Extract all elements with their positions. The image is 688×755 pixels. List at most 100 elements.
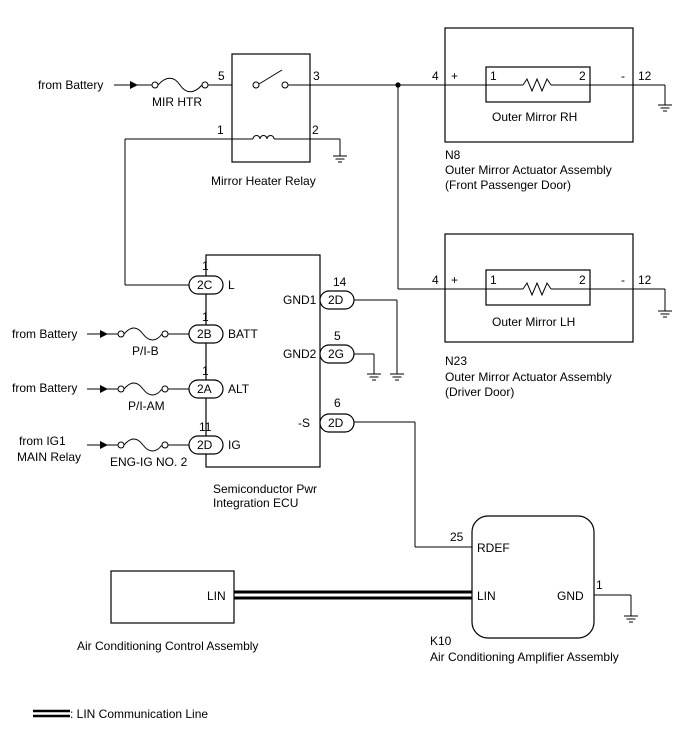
fuse-piam-terminal-b <box>161 385 169 393</box>
mirror-rh-h1: 1 <box>490 69 497 83</box>
relay-switch-contact-a <box>252 81 260 89</box>
mirror-rh-code: N8 <box>445 148 461 162</box>
ac-amp-rdef-pin: 25 <box>450 530 464 544</box>
relay-switch-contact-b <box>281 81 289 89</box>
mirror-rh-ground-icon <box>657 98 673 112</box>
battery-source-2: from Battery <box>12 327 77 341</box>
ecu-l-pin-num: 1 <box>202 259 209 273</box>
mirror-lh-minus: - <box>621 273 625 287</box>
mirror-lh-heater-resistor-icon <box>522 281 552 297</box>
ecu-l-connector <box>188 275 224 295</box>
ecu-gnd2-pin-num: 5 <box>334 329 341 343</box>
fuse-mir-htr-label: MIR HTR <box>152 95 202 109</box>
fuse-engig-terminal-a <box>117 441 125 449</box>
mirror-heater-relay-box <box>231 53 311 163</box>
ac-amp-rdef-label: RDEF <box>477 541 510 555</box>
mirror-lh-ground-icon <box>657 304 673 318</box>
ecu-ig-pin-num: 11 <box>199 420 212 434</box>
fuse-piam-terminal-a <box>117 385 125 393</box>
ecu-alt-label: ALT <box>228 382 250 396</box>
ecu-alt-conn: 2A <box>197 382 212 396</box>
ac-amp-ground-icon <box>623 609 639 623</box>
ecu-batt-label: BATT <box>228 327 258 341</box>
fuse-mir-htr-icon <box>157 77 203 93</box>
fuse-mir-htr-terminal-b <box>201 81 209 89</box>
ecu-box <box>205 254 321 468</box>
mirror-lh-plus: + <box>451 273 458 287</box>
ecu-alt-connector <box>188 379 224 399</box>
relay-pin-5: 5 <box>218 69 225 83</box>
mirror-rh-h2: 2 <box>579 69 586 83</box>
mirror-lh-in-pin: 4 <box>432 273 439 287</box>
ecu-s-connector <box>319 413 355 433</box>
ecu-gnd1-conn: 2D <box>328 293 344 307</box>
ecu-ig-conn: 2D <box>197 438 213 452</box>
battery-source-1: from Battery <box>38 78 103 92</box>
fuse-engig-label: ENG-IG NO. 2 <box>110 455 188 469</box>
relay-pin-1: 1 <box>217 123 224 137</box>
fuse-pib-terminal-a <box>117 330 125 338</box>
ac-control-lin-label: LIN <box>207 589 226 603</box>
ac-amplifier-box <box>471 515 595 639</box>
mirror-lh-name-1: Outer Mirror Actuator Assembly <box>445 370 612 384</box>
ecu-ig-connector <box>188 435 224 455</box>
mirror-lh-heater-box <box>485 269 591 306</box>
ac-amp-code: K10 <box>430 634 452 648</box>
ig1-source-line1: from IG1 <box>19 434 66 448</box>
mirror-lh-h1: 1 <box>490 273 497 287</box>
fuse-piam-icon <box>123 382 163 396</box>
ecu-gnd2-ground-icon <box>366 367 382 381</box>
ecu-gnd1-label: GND1 <box>283 293 317 307</box>
fuse-engig-terminal-b <box>161 441 169 449</box>
ecu-gnd2-conn: 2G <box>328 347 344 361</box>
legend-lin-text: : LIN Communication Line <box>70 707 208 721</box>
mirror-rh-plus: + <box>451 69 458 83</box>
mirror-lh-h2: 2 <box>579 273 586 287</box>
ecu-gnd1-ground-icon <box>389 367 405 381</box>
ac-amp-name: Air Conditioning Amplifier Assembly <box>430 650 619 664</box>
fuse-pib-label: P/I-B <box>132 344 159 358</box>
mirror-rh-minus: - <box>621 69 625 83</box>
mirror-lh-heater-label: Outer Mirror LH <box>492 315 575 329</box>
ac-amp-gnd-label: GND <box>557 589 584 603</box>
ecu-gnd1-pin-num: 14 <box>333 275 347 289</box>
mirror-rh-heater-label: Outer Mirror RH <box>492 110 577 124</box>
ecu-gnd2-label: GND2 <box>283 347 317 361</box>
mirror-rh-out-pin: 12 <box>638 69 652 83</box>
relay-name: Mirror Heater Relay <box>211 174 316 188</box>
mirror-lh-out-pin: 12 <box>638 273 652 287</box>
ig1-source-line2: MAIN Relay <box>17 450 81 464</box>
ecu-ig-label: IG <box>228 438 241 452</box>
mirror-rh-in-pin: 4 <box>432 69 439 83</box>
ecu-alt-pin-num: 1 <box>202 364 209 378</box>
mirror-lh-name-2: (Driver Door) <box>445 385 514 399</box>
battery-source-3: from Battery <box>12 381 77 395</box>
fuse-piam-label: P/I-AM <box>128 399 165 413</box>
relay-pin-3: 3 <box>313 69 320 83</box>
ac-amp-lin-label: LIN <box>477 589 496 603</box>
relay-ground-icon <box>332 149 348 163</box>
mirror-lh-code: N23 <box>445 354 467 368</box>
ecu-s-label: -S <box>298 416 310 430</box>
ac-control-name: Air Conditioning Control Assembly <box>77 639 258 653</box>
mirror-rh-name-2: (Front Passenger Door) <box>445 178 571 192</box>
relay-switch-blade <box>258 69 283 85</box>
ecu-batt-conn: 2B <box>197 327 212 341</box>
ecu-name-1: Semiconductor Pwr <box>213 482 317 496</box>
fuse-pib-terminal-b <box>161 330 169 338</box>
ecu-name-2: Integration ECU <box>213 496 298 510</box>
ecu-l-conn: 2C <box>197 278 213 292</box>
ac-amp-gnd-pin: 1 <box>596 578 603 592</box>
ecu-batt-connector <box>188 324 224 344</box>
mirror-rh-name-1: Outer Mirror Actuator Assembly <box>445 163 612 177</box>
ecu-batt-pin-num: 1 <box>202 310 209 324</box>
fuse-engig-icon <box>123 438 163 452</box>
fuse-pib-icon <box>123 327 163 341</box>
relay-coil-icon <box>252 135 275 140</box>
fuse-mir-htr-terminal-a <box>151 81 159 89</box>
ecu-s-conn: 2D <box>328 416 344 430</box>
mirror-rh-heater-resistor-icon <box>522 77 552 93</box>
ecu-s-pin-num: 6 <box>334 396 341 410</box>
